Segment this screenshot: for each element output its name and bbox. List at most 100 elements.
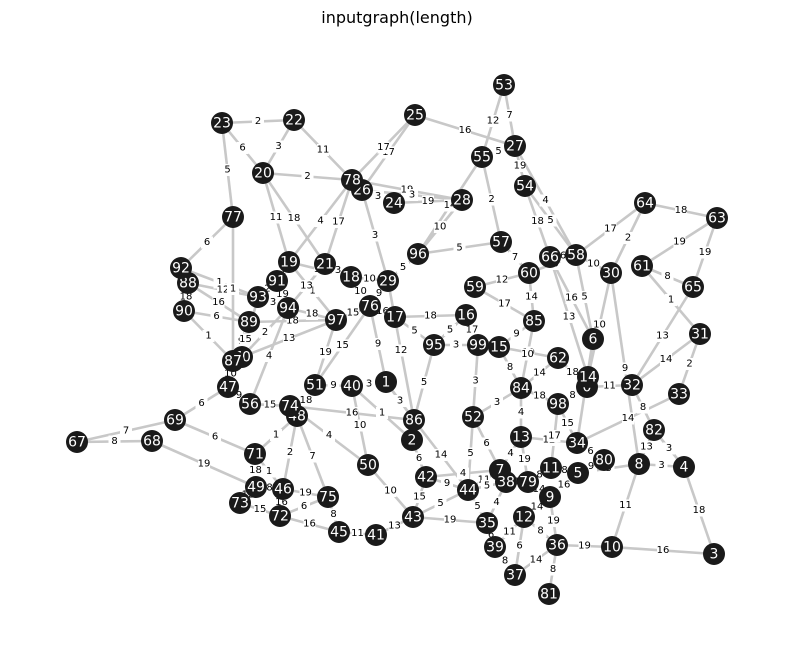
node-circle [238, 311, 260, 333]
edge-label-bg [565, 292, 578, 304]
edge-weight-label: 19 [578, 541, 591, 552]
node-circle [328, 521, 350, 543]
edge-weight-label: 8 [640, 402, 646, 413]
edge-label-bg [323, 429, 335, 442]
node-50: 50 [357, 454, 379, 476]
node-label: 86 [405, 413, 423, 429]
node-circle [314, 253, 336, 275]
node-circle [229, 492, 251, 514]
edge-label-bg [327, 379, 340, 392]
edge-label-bg [450, 339, 462, 351]
edge-label-bg [221, 164, 234, 176]
edge-label-bg [263, 350, 275, 362]
node-86: 86 [403, 409, 425, 431]
edge-label-bg [201, 236, 213, 249]
edge-weight-label: 6 [213, 311, 219, 322]
node-label: 36 [548, 538, 566, 554]
edge-weight-label: 19 [699, 247, 712, 258]
node-85: 85 [523, 310, 545, 332]
edge-label-bg [558, 479, 570, 491]
node-circle [222, 206, 244, 228]
edge-label-bg [504, 361, 516, 374]
edge-weight-label: 5 [456, 243, 462, 254]
node-label: 24 [385, 196, 403, 212]
edge-label-bg [434, 221, 446, 233]
edge-label-bg [217, 284, 229, 296]
node-6: 6 [582, 328, 604, 350]
node-label: 52 [464, 410, 482, 426]
edge-weight-label: 17 [604, 224, 617, 235]
edge-weight-label: 6 [488, 530, 494, 541]
node-circle [504, 564, 526, 586]
edge-weight-label: 10 [434, 222, 447, 233]
edge-weight-label: 4 [326, 430, 332, 441]
node-circle [540, 457, 562, 479]
node-label: 60 [520, 266, 538, 282]
node-label: 82 [645, 423, 663, 439]
edge-label-bg [578, 540, 591, 552]
node-circle [464, 276, 486, 298]
node-59: 59 [464, 276, 486, 298]
edge-weight-label: 6 [483, 438, 489, 449]
node-label: 39 [486, 540, 504, 556]
node-label: 76 [361, 299, 379, 315]
node-18: 18 [340, 266, 362, 288]
edge-label-bg [395, 344, 407, 357]
edge-label-bg [252, 115, 264, 128]
node-81: 81 [538, 583, 560, 605]
edge-weight-label: 6 [212, 432, 218, 443]
node-77: 77 [222, 206, 244, 228]
edge-label-bg [270, 211, 282, 224]
node-circle [513, 506, 535, 528]
edge-weight-label: 1 [205, 331, 211, 342]
node-circle [451, 189, 473, 211]
edge-weight-label: 1 [266, 466, 272, 477]
node-38: 38 [495, 471, 517, 493]
node-label: 87 [224, 354, 242, 370]
node-24: 24 [383, 192, 405, 214]
node-25: 25 [404, 104, 426, 126]
node-label: 12 [515, 510, 533, 526]
node-label: 72 [271, 509, 289, 525]
edge-label-bg [369, 229, 381, 242]
node-label: 74 [281, 399, 299, 415]
edge-label-bg [530, 554, 542, 566]
edge-weight-label: 3 [366, 379, 372, 390]
edge-weight-label: 6 [204, 237, 210, 248]
edge-label-bg [249, 464, 262, 477]
node-21: 21 [314, 253, 336, 275]
node-label: 71 [246, 447, 264, 463]
node-label: 99 [469, 338, 487, 354]
node-label: 65 [684, 280, 702, 296]
node-label: 97 [327, 313, 345, 329]
node-64: 64 [634, 192, 656, 214]
edge-weight-label: 19 [422, 196, 435, 207]
node-label: 96 [409, 247, 427, 263]
node-label: 56 [241, 397, 259, 413]
node-circle [423, 334, 445, 356]
node-circle [247, 286, 269, 308]
edge-label-bg [306, 450, 319, 463]
node-label: 80 [595, 453, 613, 469]
edge-label-bg [578, 291, 591, 303]
edge-weight-label: 14 [622, 413, 635, 424]
edge-label-bg [587, 258, 600, 270]
edge-weight-label: 7 [506, 110, 512, 121]
edge-weight-label: 17 [466, 325, 479, 336]
edge-label-bg [376, 407, 388, 419]
node-circle [325, 309, 347, 331]
node-label: 35 [478, 516, 496, 532]
node-5: 5 [567, 462, 589, 484]
node-label: 62 [549, 351, 567, 367]
node-circle [357, 454, 379, 476]
edge-label-bg [459, 124, 471, 137]
node-circle [252, 162, 274, 184]
node-circle [304, 374, 326, 396]
node-circle [703, 543, 725, 565]
edge-weight-label: 3 [658, 460, 664, 471]
node-circle [510, 426, 532, 448]
edge-label-bg [195, 397, 208, 410]
edge-weight-label: 13 [656, 331, 669, 342]
node-28: 28 [451, 189, 473, 211]
node-circle [457, 479, 479, 501]
